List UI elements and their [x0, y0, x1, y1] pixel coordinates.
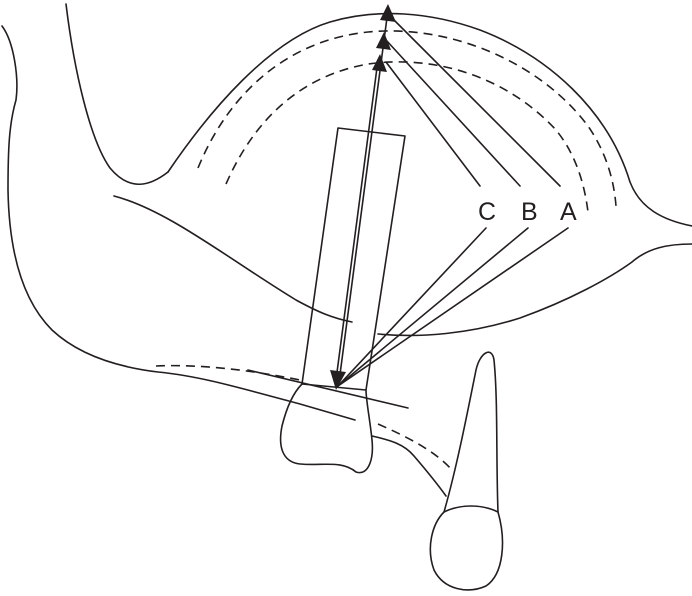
height-arrow-shaft: [338, 9, 389, 383]
label-a: A: [560, 198, 577, 226]
reference-line: [247, 369, 409, 409]
measure-line-c-upper: [385, 61, 481, 187]
arrow-head-top-a: [380, 4, 396, 22]
measure-line-b-lower: [337, 227, 529, 387]
dome-lower-edge: [377, 243, 692, 337]
measure-line-b-upper: [385, 39, 521, 187]
adjacent-tooth: [429, 351, 504, 591]
dashed-lower-boundary: [155, 364, 301, 381]
implant-crown: [279, 383, 374, 474]
height-arrow-shaft-2: [335, 59, 379, 381]
dashed-arc-outer: [197, 30, 617, 207]
measure-line-a-lower: [337, 227, 569, 387]
arrow-head-bottom: [330, 370, 346, 390]
height-arrows: [330, 4, 396, 390]
adjacent-tooth-cej: [443, 505, 499, 513]
measure-line-c-lower: [337, 227, 487, 387]
label-b: B: [521, 198, 538, 226]
upper-contour-hook: [65, 3, 169, 185]
dashed-lower-boundary-2: [377, 423, 453, 471]
dashed-arc-inner: [225, 61, 589, 213]
measurement-lines: [337, 13, 569, 387]
measure-line-a-upper: [387, 13, 561, 187]
base-curve: [113, 195, 353, 323]
arrow-head-top-c: [372, 54, 387, 72]
arrow-head-top-b: [376, 32, 391, 50]
label-c: C: [478, 198, 496, 226]
left-outer-contour: [1, 25, 356, 421]
lower-contour: [371, 435, 447, 497]
dome-outline: [167, 12, 692, 227]
